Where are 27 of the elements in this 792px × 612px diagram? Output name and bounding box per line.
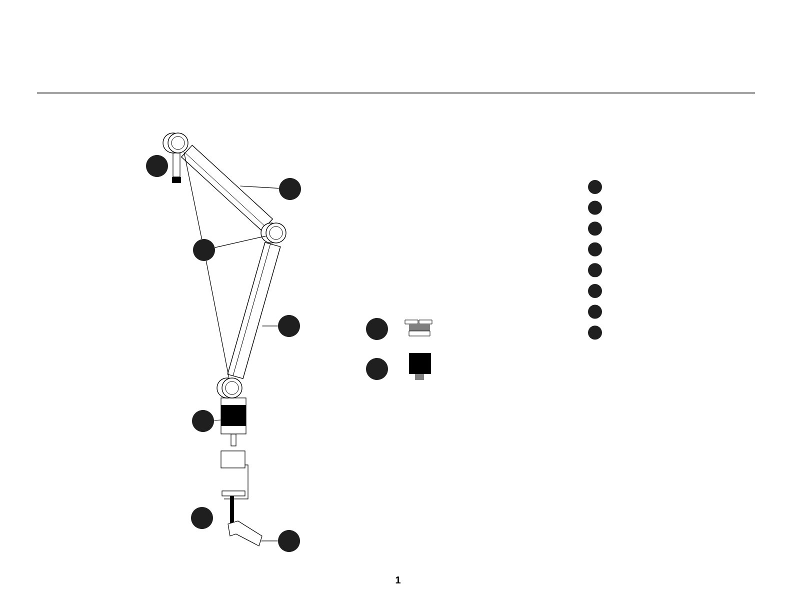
callout-circle: [588, 326, 602, 340]
callout-circle: [279, 178, 301, 200]
callout-circle: [588, 222, 602, 236]
callout-circle: [588, 304, 602, 319]
arm-joint: [162, 132, 188, 154]
callout-circle: [146, 154, 168, 177]
callout-circle: [366, 318, 388, 340]
callout-circle: [588, 242, 602, 256]
arm-joint: [216, 378, 242, 398]
callout-circle: [588, 284, 602, 298]
callout-circle: [366, 358, 388, 380]
page-number: 1: [396, 576, 400, 584]
callout-circle: [588, 263, 602, 278]
callout-circle: [278, 530, 300, 552]
callout-circle: [588, 200, 602, 215]
callout-circle: [191, 506, 213, 529]
clamp-screw-handle: [228, 496, 262, 546]
leader-line: [260, 540, 278, 542]
callout-circle: [193, 238, 215, 261]
callout-circle: [278, 314, 300, 337]
callout-circle: [588, 180, 602, 194]
leader-line: [206, 260, 230, 378]
leader-line: [214, 236, 266, 248]
arm-joint: [260, 222, 286, 244]
leader-line: [214, 420, 222, 421]
callout-circle: [192, 410, 214, 432]
leader-line: [240, 186, 280, 189]
